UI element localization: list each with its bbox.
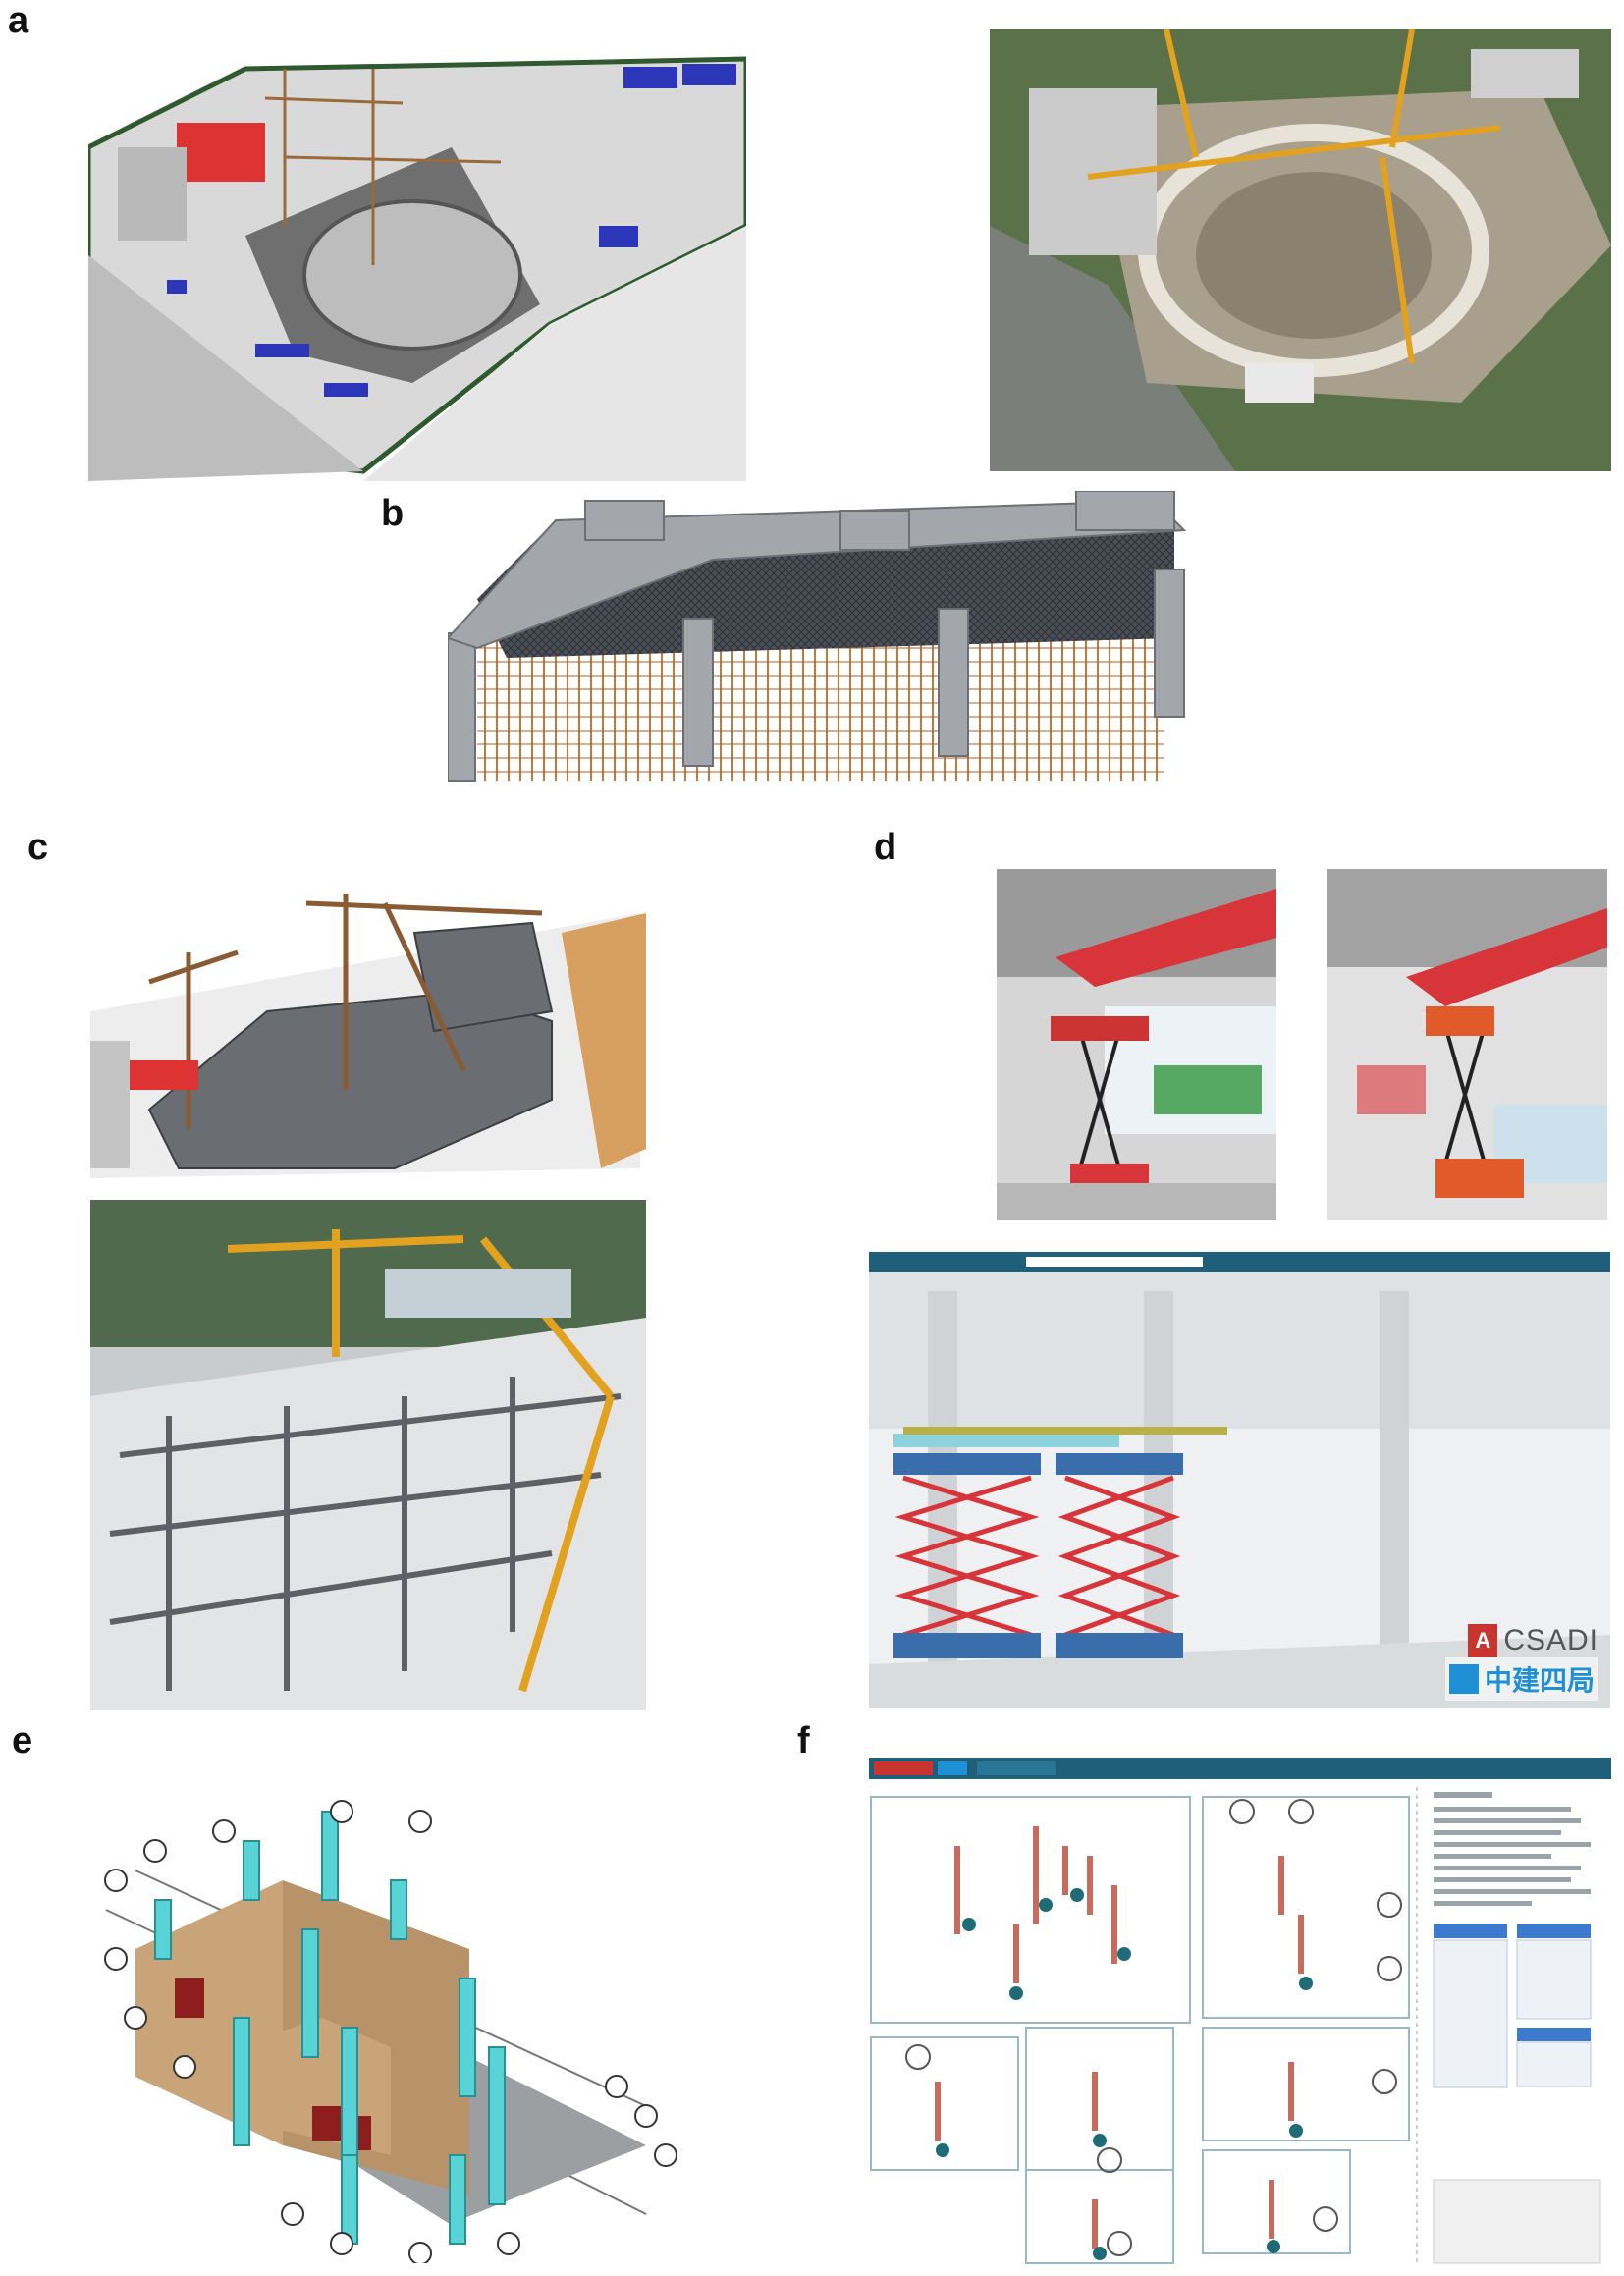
csadi-logo: A CSADI — [1468, 1624, 1598, 1657]
room-bim-model — [96, 1782, 685, 2263]
csadi-logo-text: CSADI — [1503, 1624, 1598, 1656]
site-aerial-photo — [990, 29, 1611, 471]
zhongjian-logo-text: 中建四局 — [1484, 1665, 1595, 1696]
panel-label-b: b — [381, 493, 405, 534]
zhongjian-logo-mark-icon — [1448, 1664, 1479, 1694]
panel-label-f: f — [797, 1720, 810, 1761]
steel-structure-model — [90, 874, 646, 1178]
scissor-lift-photo-1 — [997, 869, 1276, 1220]
formwork-scaffold-model — [448, 491, 1194, 786]
panel-label-c: c — [27, 827, 49, 868]
bim-viewer-screenshot: A CSADI 中建四局 — [869, 1252, 1610, 1708]
zhongjian-logo: 中建四局 — [1444, 1657, 1598, 1701]
pipe-installation-document — [869, 1758, 1611, 2268]
panel-label-e: e — [12, 1720, 33, 1761]
scissor-lift-photo-2 — [1327, 869, 1607, 1220]
site-model-render — [88, 29, 746, 481]
panel-label-a: a — [8, 0, 29, 41]
panel-label-d: d — [874, 827, 897, 868]
csadi-logo-mark-icon: A — [1468, 1624, 1498, 1657]
steel-construction-photo — [90, 1200, 646, 1710]
